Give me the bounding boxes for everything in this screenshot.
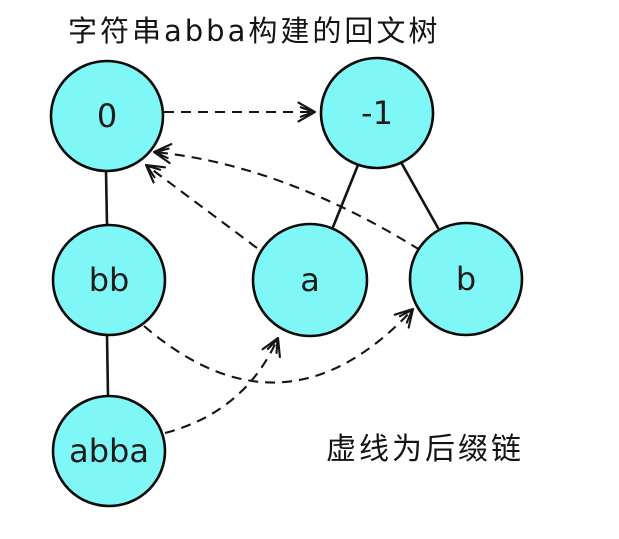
node-label-rootm1: -1	[361, 94, 393, 132]
node-bb: bb	[51, 223, 167, 337]
node-label-abba: abba	[69, 432, 149, 470]
suffix-link-bb-b	[143, 307, 415, 384]
suffix-link-b-0	[152, 143, 421, 251]
node-circle-root0	[49, 59, 165, 173]
suffix-link-abba-a	[164, 336, 281, 435]
diagram-title: 字符串abba构建的回文树	[68, 14, 440, 48]
tree-edge--1-a	[331, 163, 360, 229]
node-circle-a	[251, 222, 369, 338]
tree-edge-bb-abba	[105, 333, 110, 398]
node-label-b: b	[456, 260, 476, 298]
tree-edge--1-b	[400, 162, 440, 230]
legend-caption: 虚线为后缀链	[326, 432, 524, 467]
node-a: a	[251, 222, 369, 338]
node-circle-b	[408, 221, 524, 337]
node-label-bb: bb	[89, 261, 130, 299]
node-circle-bb	[51, 223, 167, 337]
tree-edge-0-bb	[104, 169, 109, 227]
node-root0: 0	[49, 59, 165, 173]
node-circle-abba	[51, 394, 167, 508]
tree-edges-layer	[104, 162, 440, 398]
nodes-layer: 0 -1 bb a b abba	[49, 56, 524, 508]
node-label-root0: 0	[97, 97, 117, 135]
node-label-a: a	[300, 261, 320, 299]
suffix-links-layer	[143, 101, 421, 435]
node-circle-rootm1	[319, 56, 435, 170]
node-b: b	[408, 221, 524, 337]
node-rootm1: -1	[319, 56, 435, 170]
node-abba: abba	[51, 394, 167, 508]
suffix-link-a-0	[144, 163, 258, 249]
